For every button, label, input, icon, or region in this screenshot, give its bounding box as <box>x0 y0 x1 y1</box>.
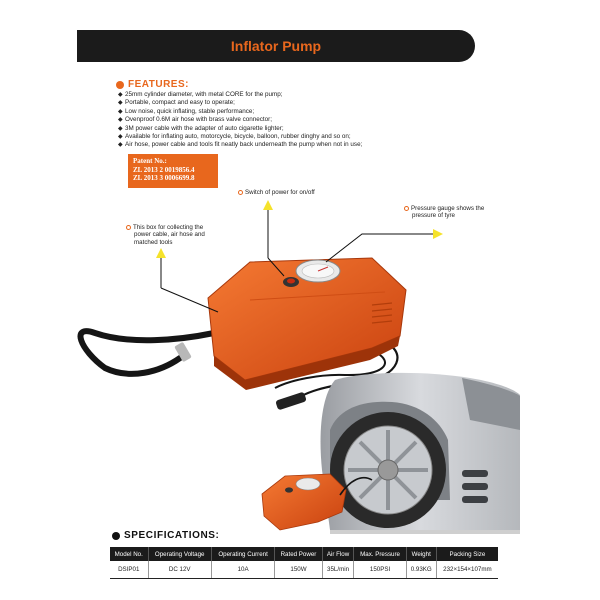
power-cable <box>274 351 386 389</box>
column-header: Model No. <box>110 547 149 561</box>
air-hose <box>77 328 217 377</box>
specifications-table: Model No. Operating Voltage Operating Cu… <box>110 547 498 579</box>
specifications-heading: SPECIFICATIONS: <box>112 530 219 541</box>
diamond-bullet-icon: ◆ <box>118 134 123 141</box>
column-header: Air Flow <box>322 547 355 561</box>
patent-box: Patent No.: ZL 2013 2 0019856.4 ZL 2013 … <box>128 154 218 188</box>
callout-dot-icon <box>126 224 131 230</box>
feature-item: ◆25mm cylinder diameter, with metal CORE… <box>118 91 283 98</box>
table-cell: 10A <box>211 561 276 579</box>
diamond-bullet-icon: ◆ <box>118 92 123 98</box>
table-cell: 150W <box>274 561 323 579</box>
features-heading: FEATURES: <box>116 79 189 90</box>
column-header: Packing Size <box>436 547 498 561</box>
diamond-bullet-icon: ◆ <box>118 125 123 132</box>
column-header: Weight <box>406 547 437 561</box>
diamond-bullet-icon: ◆ <box>118 117 123 124</box>
feature-list: ◆25mm cylinder diameter, with metal CORE… <box>118 91 458 150</box>
column-header: Max. Pressure <box>353 547 407 561</box>
car-photo <box>320 372 520 534</box>
header-bar: Inflator Pump <box>77 30 475 62</box>
table-cell: DSIP01 <box>110 561 149 579</box>
table-cell: 150PSI <box>353 561 407 579</box>
callout-dot-icon <box>404 205 409 211</box>
arrow-right-icon <box>433 229 443 239</box>
diamond-bullet-icon: ◆ <box>118 142 123 149</box>
feature-item: ◆Available for inflating auto, motorcycl… <box>118 133 351 141</box>
table-cell: 232×154×107mm <box>436 561 498 579</box>
table-cell: 0.93KG <box>406 561 437 579</box>
feature-item: ◆3M power cable with the adapter of auto… <box>118 124 284 132</box>
car-vents <box>462 470 488 503</box>
arrow-up-icon <box>263 200 273 210</box>
table-cell: 35L/min <box>322 561 355 579</box>
column-header: Operating Current <box>211 547 276 561</box>
table-cell: DC 12V <box>148 561 212 579</box>
diamond-bullet-icon: ◆ <box>118 108 123 115</box>
callout-box: This box for collecting the power cable,… <box>126 224 205 246</box>
brass-valve-connector <box>174 342 192 362</box>
column-header: Rated Power <box>274 547 323 561</box>
vent-slots <box>371 302 393 324</box>
callout-gauge: Pressure gauge shows the pressure of tyr… <box>404 205 484 220</box>
bullet-dot-icon <box>116 80 124 89</box>
callout-lines <box>160 203 434 313</box>
table-header-row: Model No. Operating Voltage Operating Cu… <box>110 547 498 561</box>
patent-number: ZL 2013 3 0006699.8 <box>133 174 195 183</box>
patent-title: Patent No.: <box>133 157 167 165</box>
feature-item: ◆Low noise, quick inflating, stable perf… <box>118 107 255 115</box>
arrow-up-icon <box>156 248 166 258</box>
features-heading-label: FEATURES: <box>128 79 189 90</box>
page-title: Inflator Pump <box>230 38 322 54</box>
table-row: DSIP01 DC 12V 10A 150W 35L/min 150PSI 0.… <box>110 561 498 579</box>
bullet-dot-icon <box>112 531 120 540</box>
feature-item: ◆Portable, compact and easy to operate; <box>118 99 235 107</box>
feature-item: ◆Air hose, power cable and tools fit nea… <box>118 141 363 149</box>
callout-switch: Switch of power for on/off <box>238 189 315 196</box>
patent-number: ZL 2013 2 0019856.4 <box>133 165 195 174</box>
cigarette-lighter-plug <box>275 392 307 410</box>
feature-item: ◆Ovenproof 0.6M air hose with brass valv… <box>118 116 272 124</box>
column-header: Operating Voltage <box>148 547 212 561</box>
callout-dot-icon <box>238 189 243 195</box>
diamond-bullet-icon: ◆ <box>118 100 123 107</box>
pump-small-photo <box>261 473 373 531</box>
